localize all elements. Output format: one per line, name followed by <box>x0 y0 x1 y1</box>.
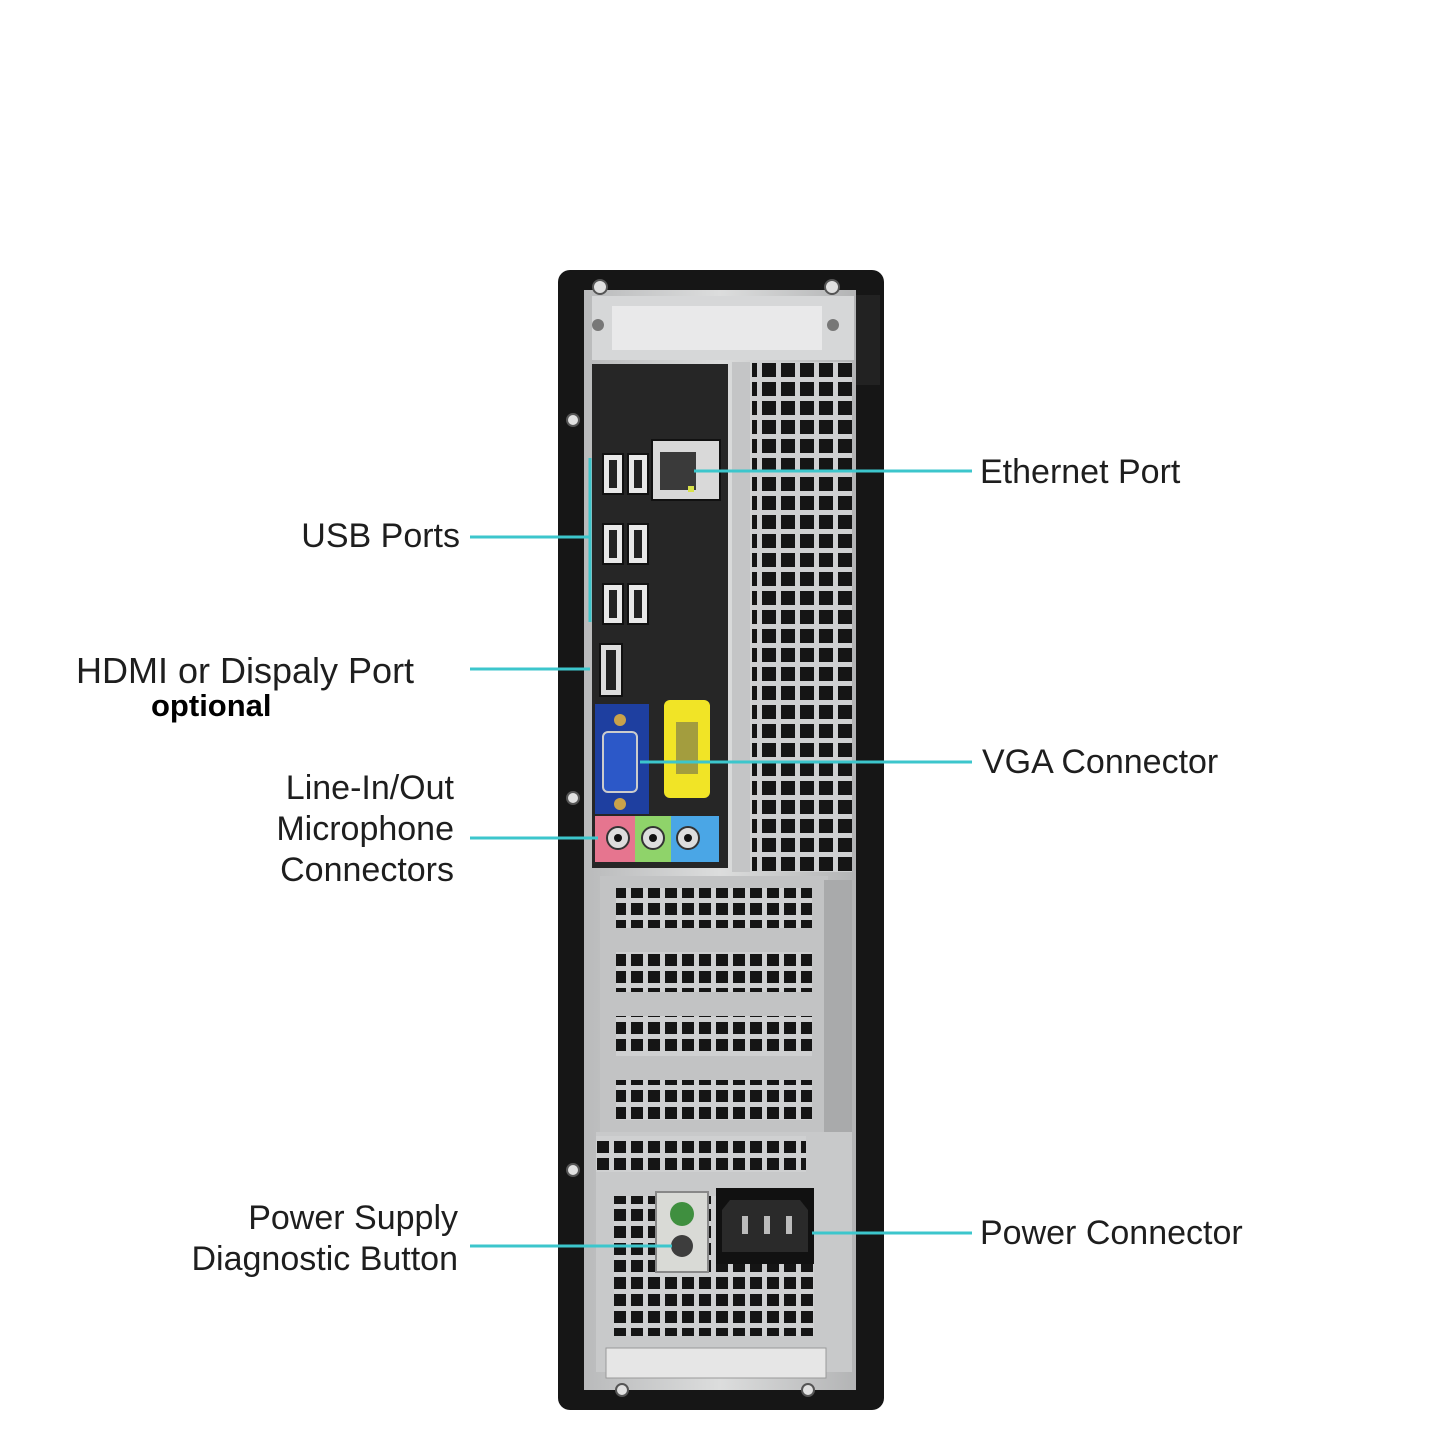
diagnostic-led-icon <box>670 1202 694 1226</box>
label-audio-connectors: Line-In/Out Microphone Connectors <box>180 768 454 891</box>
screw-icon <box>824 279 840 295</box>
label-vga-connector: VGA Connector <box>982 742 1218 783</box>
screw-icon <box>566 413 580 427</box>
label-ethernet-text: Ethernet Port <box>980 453 1181 491</box>
label-audio-line2: Microphone <box>276 810 454 848</box>
label-vga-text: VGA Connector <box>982 743 1219 781</box>
leader-lines <box>470 458 972 1248</box>
vga-port-icon <box>595 704 649 814</box>
power-socket-icon <box>716 1188 814 1264</box>
diagnostic-button-icon <box>671 1235 693 1257</box>
power-supply <box>596 1132 852 1379</box>
case-vent <box>752 362 852 872</box>
label-psu-line1: Power Supply <box>248 1199 458 1237</box>
label-audio-line3: Connectors <box>280 851 454 889</box>
label-power-connector: Power Connector <box>980 1213 1243 1254</box>
screw-icon <box>592 279 608 295</box>
screw-icon <box>801 1383 815 1397</box>
label-hdmi-port: HDMI or Dispaly Port optional <box>76 650 466 721</box>
screw-icon <box>566 791 580 805</box>
audio-jack-icon <box>595 816 719 862</box>
label-hdmi-text: HDMI or Dispaly Port <box>76 650 415 691</box>
hdmi-port-icon <box>599 643 623 697</box>
expansion-slots <box>600 876 852 1140</box>
label-ethernet-port: Ethernet Port <box>980 452 1180 493</box>
usb-port-icon <box>602 453 649 625</box>
screw-icon <box>615 1383 629 1397</box>
label-power-text: Power Connector <box>980 1214 1243 1252</box>
label-usb-ports: USB Ports <box>250 516 460 557</box>
label-usb-ports-text: USB Ports <box>301 517 460 555</box>
label-hdmi-optional: optional <box>151 688 272 723</box>
io-panel <box>592 364 728 868</box>
screw-icon <box>566 1163 580 1177</box>
label-audio-line1: Line-In/Out <box>285 769 454 807</box>
label-psu-line2: Diagnostic Button <box>191 1240 459 1278</box>
label-psu-diagnostic: Power Supply Diagnostic Button <box>120 1198 459 1280</box>
